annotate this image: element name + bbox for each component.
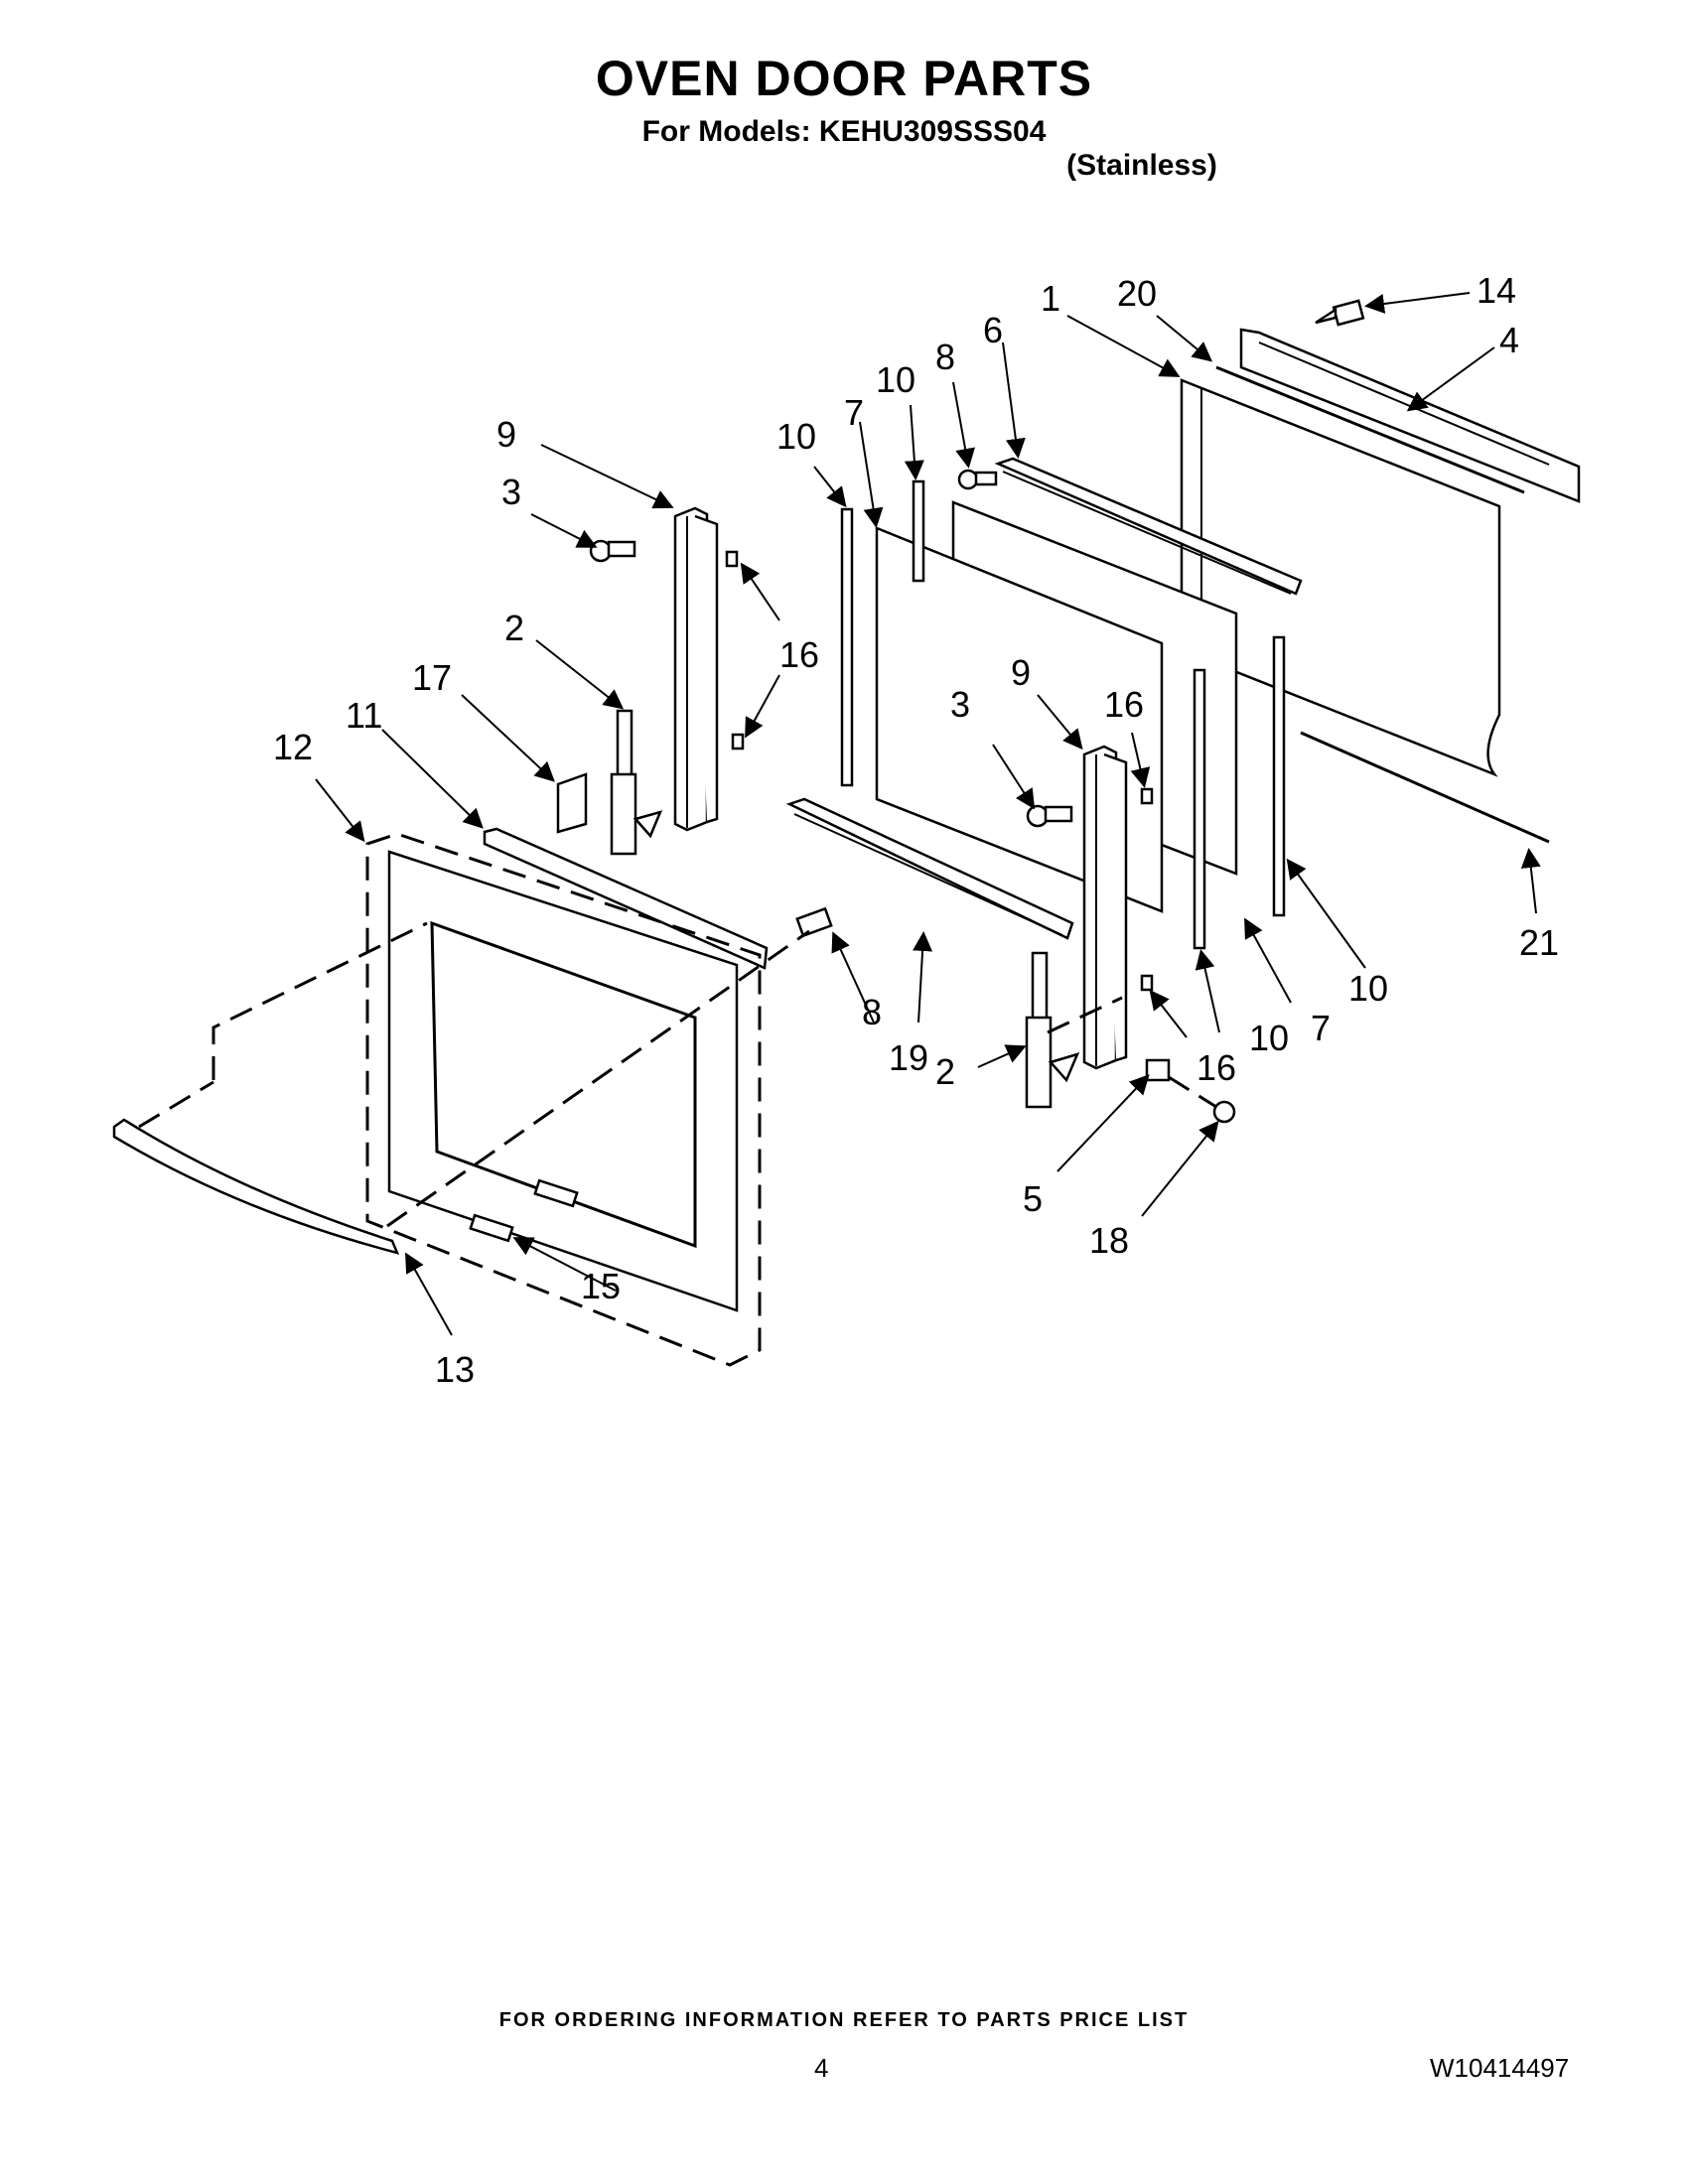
callout-9-right: 9 — [1011, 652, 1031, 693]
callout-6: 6 — [983, 310, 1003, 350]
part-10-seal-c — [1193, 668, 1206, 950]
callout-10-d: 10 — [1348, 968, 1388, 1009]
callout-16-a: 16 — [779, 634, 819, 675]
callout-12: 12 — [273, 727, 313, 767]
callout-19: 19 — [889, 1037, 928, 1078]
part-16-clip-a — [725, 550, 739, 568]
callout-16-b: 16 — [1104, 684, 1144, 725]
model-line: For Models: KEHU309SSS04 — [641, 115, 1047, 148]
part-15-badge — [469, 1213, 514, 1243]
part-12-outer-door — [365, 832, 762, 1367]
callout-1: 1 — [1041, 278, 1060, 319]
part-18-screw — [1212, 1100, 1236, 1124]
page-number: 4 — [814, 2053, 829, 2083]
part-20-strip — [1215, 365, 1525, 494]
part-3-screw-left — [589, 539, 636, 563]
part-2-hinge-right — [1025, 951, 1080, 1109]
part-3-screw-right — [1026, 804, 1073, 828]
part-14-screw — [1315, 299, 1365, 327]
part-10-seal-b — [912, 479, 925, 583]
callout-2-right: 2 — [935, 1051, 955, 1092]
callout-2-left: 2 — [504, 608, 524, 648]
part-17-bracket — [556, 772, 588, 834]
callout-21: 21 — [1519, 922, 1559, 963]
part-16-clip-c — [1140, 787, 1154, 805]
part-10-seal-d — [1272, 635, 1286, 917]
callout-10-b: 10 — [876, 359, 915, 400]
part-19-lower-bracket — [785, 797, 1074, 940]
part-6-upper-bracket — [994, 457, 1303, 596]
part-9-hinge-channel-right — [1082, 745, 1128, 1070]
assembly-line-handle-top — [211, 921, 428, 1080]
part-9-hinge-channel-left — [673, 506, 719, 832]
callout-3-right: 3 — [950, 684, 970, 725]
part-21-lower-strip — [1300, 731, 1550, 844]
callout-9-left: 9 — [496, 414, 516, 455]
part-10-seal-a — [840, 507, 854, 787]
callout-14: 14 — [1477, 270, 1516, 311]
callout-5: 5 — [1023, 1178, 1043, 1219]
callout-13: 13 — [435, 1349, 475, 1390]
callout-10-a: 10 — [776, 416, 816, 457]
callout-11: 11 — [346, 695, 382, 736]
callout-3-left: 3 — [501, 472, 521, 512]
part-13-handle — [112, 1118, 400, 1255]
callout-8-lower: 8 — [862, 992, 882, 1032]
callout-7-back: 7 — [844, 392, 864, 433]
part-8-screw-upper — [957, 469, 998, 490]
assembly-line-hinge — [1047, 996, 1123, 1034]
part-16-clip-d — [1140, 974, 1154, 992]
assembly-line-latch — [1168, 1075, 1217, 1109]
callout-16-c: 16 — [1196, 1047, 1236, 1088]
part-8-screw-lower — [795, 906, 833, 938]
part-2-hinge-left — [610, 709, 663, 856]
callout-8-upper: 8 — [935, 337, 955, 377]
model-variant: (Stainless) — [1066, 149, 1217, 182]
part-16-clip-b — [731, 733, 745, 751]
assembly-line-handle-bottom — [386, 929, 810, 1228]
callout-17: 17 — [412, 657, 452, 698]
callout-10-c: 10 — [1249, 1018, 1289, 1058]
part-5-latch — [1145, 1058, 1171, 1082]
part-11-strip — [483, 827, 769, 970]
callout-18: 18 — [1089, 1220, 1129, 1261]
assembly-line-upper — [138, 1080, 214, 1129]
part-4-top-trim — [1239, 328, 1581, 503]
callout-4: 4 — [1499, 320, 1519, 360]
callout-7-front: 7 — [1311, 1008, 1331, 1048]
callout-15: 15 — [581, 1266, 621, 1306]
callout-20: 20 — [1117, 273, 1157, 314]
page-title: OVEN DOOR PARTS — [595, 51, 1093, 106]
ordering-note: FOR ORDERING INFORMATION REFER TO PARTS … — [498, 2009, 1190, 2031]
document-number: W10414497 — [1430, 2053, 1570, 2083]
